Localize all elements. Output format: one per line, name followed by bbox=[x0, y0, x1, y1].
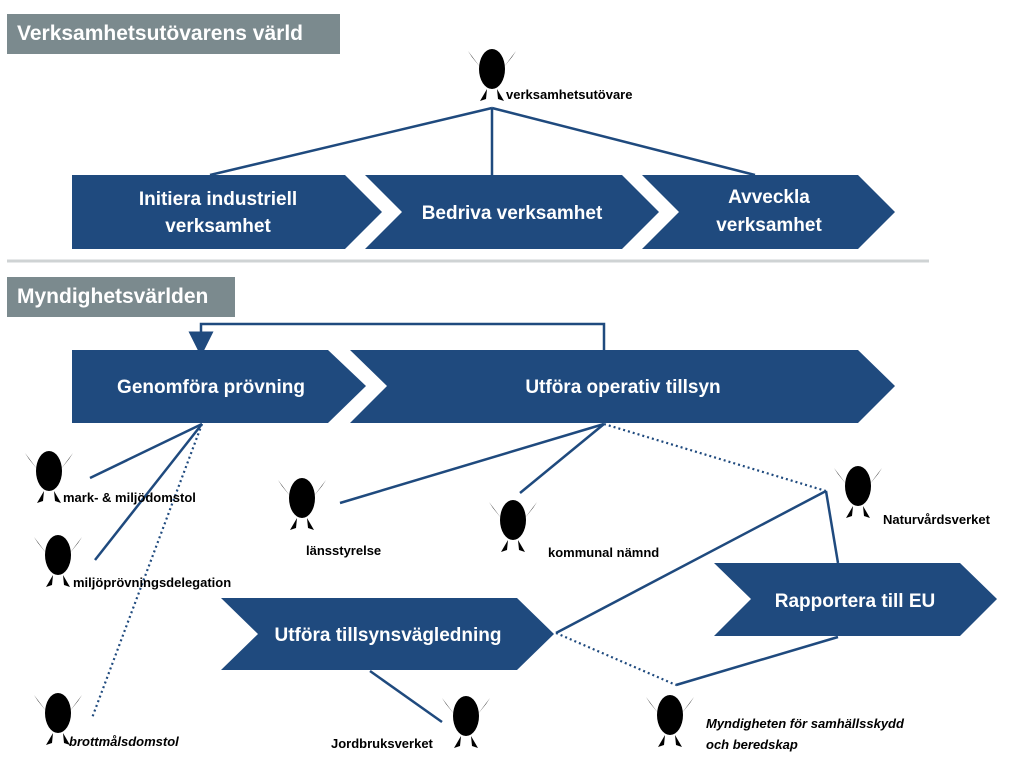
arrow-proving bbox=[72, 350, 366, 423]
actor-msb-label-line1: Myndigheten för samhällsskydd bbox=[706, 716, 905, 731]
actor-criminal-court-label: brottmålsdomstol bbox=[69, 734, 179, 749]
actor-municipal-board-figure bbox=[487, 500, 539, 552]
connector-supervision-epa bbox=[603, 422, 827, 493]
connector-epa-guidance bbox=[555, 489, 827, 635]
connector-guidance-msb bbox=[555, 631, 677, 687]
actor-county-board-figure bbox=[276, 478, 328, 530]
actor-municipal-board-label: kommunal nämnd bbox=[548, 545, 659, 560]
connector-guidance-agriculture bbox=[369, 669, 443, 724]
arrow-supervision bbox=[350, 350, 895, 423]
arrow-initiate bbox=[72, 175, 382, 249]
actor-mark-court-label: mark- & miljödomstol bbox=[63, 490, 196, 505]
connector-proving-mark-court bbox=[89, 422, 203, 480]
actor-agriculture-label: Jordbruksverket bbox=[331, 736, 434, 751]
arrow-proving-label: Genomföra prövning bbox=[117, 377, 305, 398]
arrow-operate-label: Bedriva verksamhet bbox=[422, 203, 603, 224]
arrow-decommission-line2: verksamhet bbox=[716, 215, 822, 236]
connector-epa-report bbox=[824, 490, 840, 564]
actor-verksamhetsutovare-label: verksamhetsutövare bbox=[506, 87, 632, 102]
arrow-initiate-line2: verksamhet bbox=[165, 216, 271, 237]
arrow-operate bbox=[365, 175, 659, 249]
connector-supervision-municipal bbox=[519, 423, 605, 494]
actor-delegation-label: miljöprövningsdelegation bbox=[73, 575, 231, 590]
arrow-guidance-label: Utföra tillsynsvägledning bbox=[275, 625, 502, 646]
arrow-supervision-label: Utföra operativ tillsyn bbox=[525, 377, 720, 398]
feedback-loop bbox=[188, 322, 606, 357]
arrow-report bbox=[714, 563, 997, 636]
arrow-decommission-line1: Avveckla bbox=[728, 187, 810, 208]
actor-msb-figure bbox=[644, 695, 696, 747]
connector-top-right bbox=[491, 106, 756, 177]
connector-proving-criminal-court bbox=[90, 423, 204, 719]
section-banner-business: Verksamhetsutövarens värld bbox=[7, 14, 340, 54]
connector-proving-delegation bbox=[94, 423, 203, 561]
actor-county-board-label: länsstyrelse bbox=[306, 543, 381, 558]
actor-epa-label: Naturvårdsverket bbox=[883, 512, 991, 527]
actor-agriculture-figure bbox=[440, 696, 492, 748]
connector-report-msb bbox=[675, 635, 839, 687]
connector-top-left bbox=[209, 106, 493, 177]
connector-supervision-county bbox=[339, 422, 605, 505]
arrow-guidance bbox=[221, 598, 554, 670]
section-banner-authority: Myndighetsvärlden bbox=[7, 277, 235, 317]
arrow-report-label: Rapportera till EU bbox=[775, 591, 935, 612]
actor-msb-label-line2: och beredskap bbox=[706, 737, 798, 752]
arrow-initiate-line1: Initiera industriell bbox=[139, 189, 297, 210]
actor-epa-figure bbox=[832, 466, 884, 518]
arrow-decommission bbox=[642, 175, 895, 249]
